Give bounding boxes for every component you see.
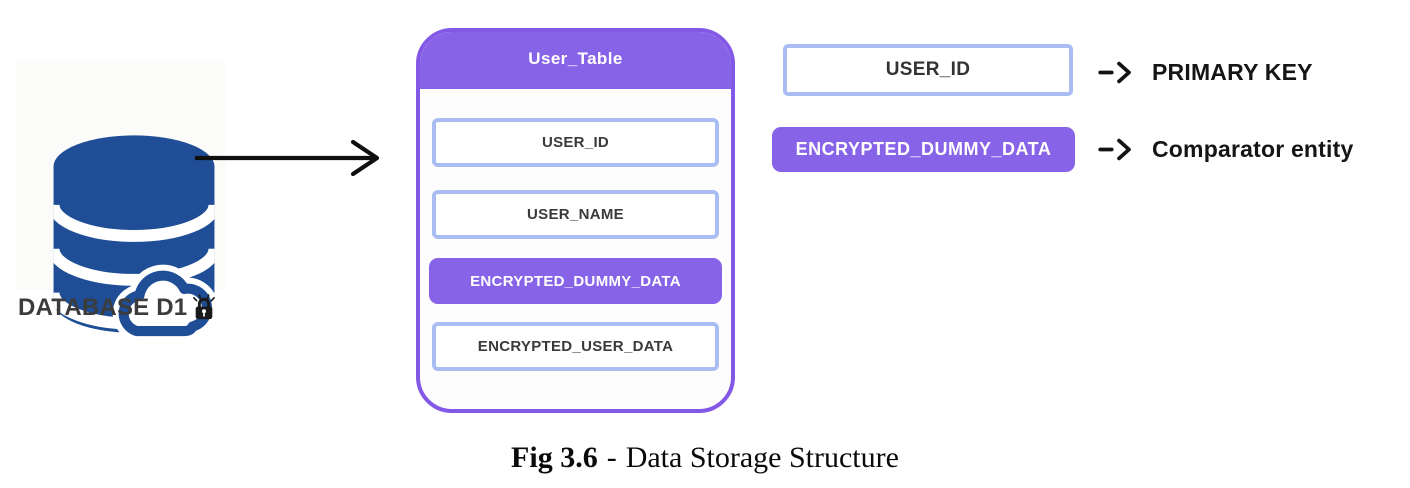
legend-meaning-primary-key: PRIMARY KEY — [1152, 58, 1313, 86]
legend-arrow-icon — [1098, 61, 1131, 84]
user-table-card: User_Table USER_ID USER_NAME ENCRYPTED_D… — [416, 28, 735, 413]
database-icon-tile — [16, 60, 225, 343]
database-label-text: DATABASE D1 — [18, 294, 188, 321]
table-row-user-name: USER_NAME — [432, 190, 719, 239]
table-row-encrypted-dummy-data: ENCRYPTED_DUMMY_DATA — [429, 258, 722, 304]
figure-caption-label: Fig 3.6 — [511, 441, 598, 474]
legend-box-encrypted-dummy-data: ENCRYPTED_DUMMY_DATA — [772, 127, 1075, 172]
table-row-user-id: USER_ID — [432, 118, 719, 167]
figure-caption-title: Data Storage Structure — [625, 441, 899, 474]
legend-arrow-icon — [1098, 138, 1131, 161]
legend-box-label: ENCRYPTED_DUMMY_DATA — [795, 139, 1052, 159]
legend-meaning-text: PRIMARY KEY — [1152, 58, 1313, 85]
legend-box-user-id: USER_ID — [783, 44, 1073, 96]
table-row-label: ENCRYPTED_DUMMY_DATA — [470, 272, 681, 290]
right-arrow-icon — [195, 139, 380, 177]
lock-shine-icon — [193, 294, 216, 320]
legend-meaning-comparator-entity: Comparator entity — [1152, 135, 1353, 163]
figure-caption-separator: - — [606, 441, 617, 474]
database-label: DATABASE D1 — [18, 293, 258, 323]
legend-meaning-text: Comparator entity — [1152, 135, 1354, 162]
database-cloud-icon — [53, 135, 218, 343]
table-row-encrypted-user-data: ENCRYPTED_USER_DATA — [432, 322, 719, 371]
cloud-icon — [112, 264, 218, 343]
user-table-title: User_Table — [528, 48, 623, 68]
figure-caption: Fig 3.6-Data Storage Structure — [0, 441, 1410, 475]
user-table-header: User_Table — [420, 32, 731, 89]
legend-box-label: USER_ID — [885, 59, 971, 80]
table-row-label: ENCRYPTED_USER_DATA — [477, 338, 674, 355]
table-row-label: USER_NAME — [527, 206, 624, 223]
table-row-label: USER_ID — [541, 134, 610, 151]
